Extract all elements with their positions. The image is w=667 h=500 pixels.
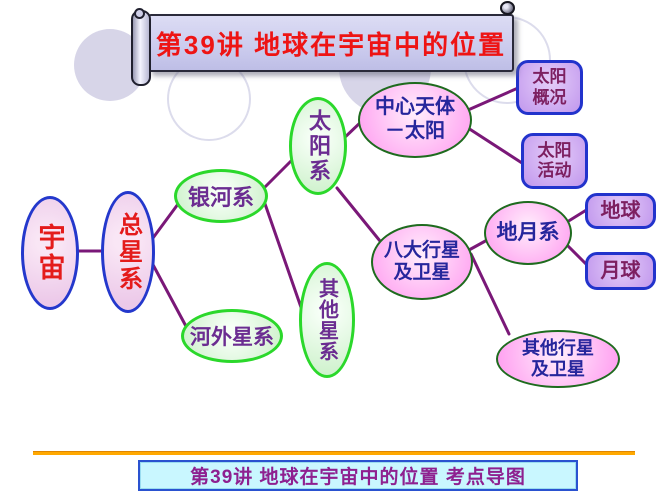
node-label: 总星系 [114, 211, 142, 293]
node-label: 其他行星 及卫星 [522, 337, 594, 379]
scroll-roll [131, 10, 151, 86]
node-sun-activity: 太阳 活动 [521, 133, 588, 189]
node-label: 银河系 [187, 185, 254, 210]
scroll-roll-curl-icon [134, 8, 145, 19]
page-title: 第39讲 地球在宇宙中的位置 [155, 29, 507, 60]
title-banner: 第39讲 地球在宇宙中的位置 [148, 14, 514, 72]
node-label: 中心天体 －太阳 [375, 96, 455, 142]
node-label: 太阳系 [306, 108, 331, 184]
node-label: 地月系 [496, 220, 560, 244]
node-extragalactic: 河外星系 [181, 309, 283, 363]
node-earth: 地球 [585, 193, 656, 229]
node-eight-planets: 八大行星 及卫星 [371, 224, 473, 300]
node-label: 宇宙 [34, 223, 65, 283]
node-central-body-sun: 中心天体 －太阳 [358, 82, 472, 158]
node-label: 太阳 活动 [537, 140, 572, 180]
node-solar-system: 太阳系 [289, 97, 347, 195]
footer-caption: 第39讲 地球在宇宙中的位置 考点导图 [190, 467, 526, 488]
footer-caption-box: 第39讲 地球在宇宙中的位置 考点导图 [138, 460, 578, 491]
footer-rule [33, 451, 635, 455]
node-label: 太阳 概况 [532, 67, 567, 107]
node-label: 八大行星 及卫星 [383, 239, 460, 283]
node-label: 河外星系 [190, 326, 274, 349]
node-universe: 宇宙 [21, 196, 79, 310]
node-label: 月球 [600, 260, 641, 282]
node-other-planets: 其他行星 及卫星 [496, 330, 620, 388]
scroll-end-curl-icon [500, 1, 515, 15]
node-other-galaxies: 其他星系 [299, 262, 355, 378]
node-earth-moon-system: 地月系 [484, 201, 572, 265]
node-moon: 月球 [585, 252, 656, 290]
node-label: 地球 [600, 200, 641, 222]
node-milky-way: 银河系 [174, 169, 268, 223]
node-sun-overview: 太阳 概况 [516, 60, 583, 115]
node-total-galaxy: 总星系 [101, 191, 155, 313]
node-label: 其他星系 [315, 278, 338, 362]
